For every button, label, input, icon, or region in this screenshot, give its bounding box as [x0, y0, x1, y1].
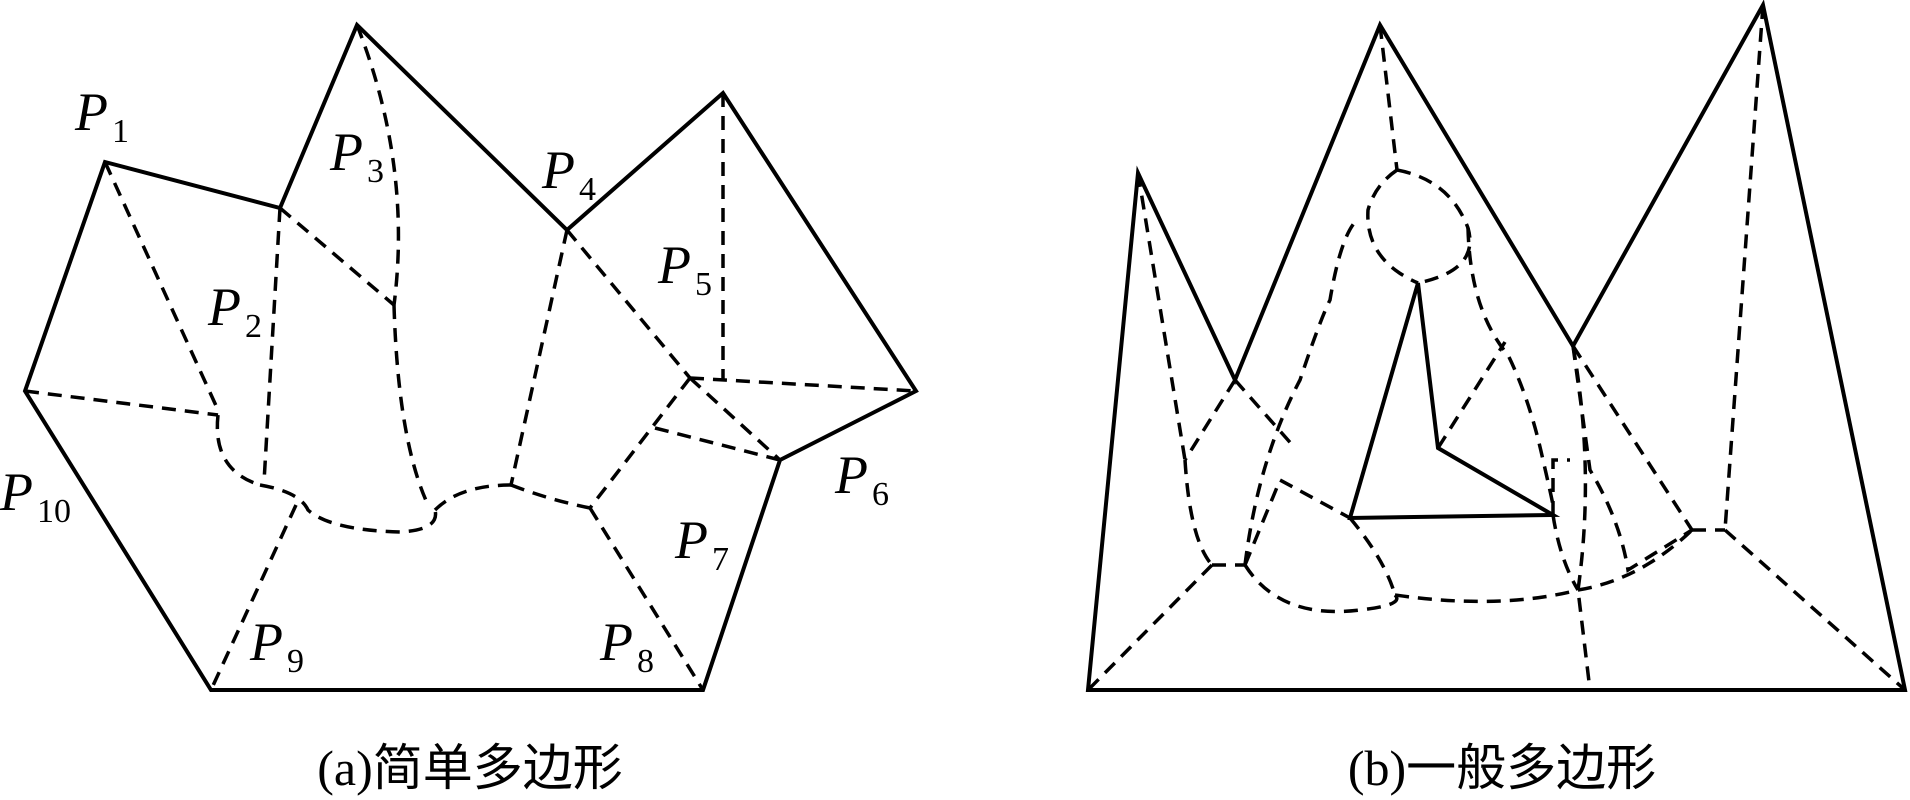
simple-polygon-outline: [22, 21, 919, 692]
caption-a: (a)简单多边形: [317, 740, 623, 796]
dashed-edge: [1577, 528, 1694, 592]
dashed-edge: [1183, 379, 1237, 461]
label-sub: 3: [367, 153, 384, 190]
label-sub: 6: [872, 476, 889, 513]
dashed-edge: [1394, 588, 1579, 604]
caption-b: (b)一般多边形: [1348, 740, 1656, 796]
dashed-edge: [262, 207, 282, 483]
label-sub: 4: [579, 171, 596, 208]
label-sub: 5: [695, 266, 712, 303]
dashed-edge: [433, 483, 512, 512]
label-sub: 10: [37, 493, 71, 530]
dashed-edge: [510, 483, 591, 510]
dashed-edge: [1551, 514, 1580, 591]
dashed-edge: [509, 229, 569, 486]
dashed-edge: [1466, 227, 1555, 506]
dashed-edge: [588, 376, 692, 510]
polygon-hole: [1347, 282, 1561, 521]
dashed-edge: [1571, 345, 1693, 573]
dashed-edge: [215, 414, 261, 487]
dashed-edge: [1723, 528, 1907, 692]
dashed-edge: [24, 389, 219, 417]
diagram-b: (b)一般多边形: [1085, 0, 1908, 796]
dashed-edge: [1396, 168, 1472, 285]
dashed-edge: [1551, 458, 1570, 515]
dashed-edge: [392, 304, 430, 506]
dashed-edge: [1183, 459, 1214, 567]
dashed-edge: [209, 504, 298, 691]
dashed-edge: [1086, 563, 1214, 692]
dashed-edge: [1243, 564, 1399, 614]
label-sub: 9: [287, 643, 304, 680]
dashed-edge: [259, 483, 438, 534]
dashed-edge: [588, 507, 705, 691]
dashed-edge: [1243, 220, 1357, 566]
dashed-edge: [1136, 172, 1187, 461]
dashed-edge: [1723, 4, 1765, 531]
general-polygon-dual-graph: [1086, 4, 1907, 692]
dashed-edge: [103, 161, 220, 411]
dashed-edge: [1378, 24, 1399, 171]
general-polygon-outline: [1085, 0, 1908, 692]
dashed-edge: [1366, 168, 1419, 285]
dashed-edge: [1348, 516, 1397, 596]
label-sub: 7: [712, 541, 729, 578]
dashed-edge: [688, 376, 782, 462]
dashed-edge: [355, 24, 401, 306]
dashed-edge: [689, 376, 917, 393]
dashed-edge: [1233, 378, 1297, 450]
simple-polygon-dual-graph: [24, 24, 917, 691]
label-sub: 1: [112, 113, 129, 150]
dashed-edge: [565, 228, 692, 380]
dashed-edge: [1571, 345, 1694, 531]
label-sub: 2: [245, 308, 262, 345]
dashed-edge: [1436, 341, 1507, 449]
dashed-edge: [1243, 477, 1351, 566]
label-sub: 8: [637, 643, 654, 680]
dashed-edge: [278, 206, 396, 307]
